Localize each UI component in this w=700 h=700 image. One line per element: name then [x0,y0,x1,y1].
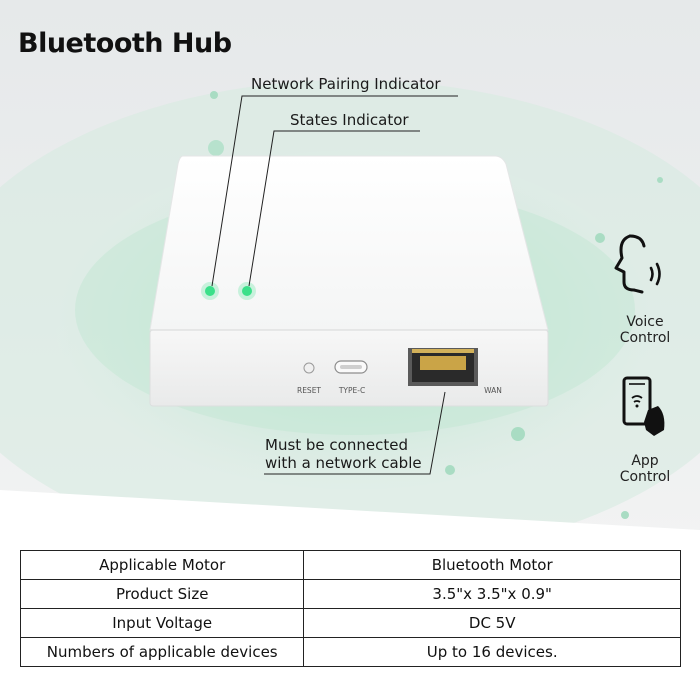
spec-value: 3.5"x 3.5"x 0.9" [303,579,681,609]
voice-control-label-line1: Voice [626,314,664,330]
spec-value: Up to 16 devices. [303,637,681,667]
app-control-label-line1: App [631,453,659,469]
spec-label: Input Voltage [19,608,305,638]
network-cable-callout-line1: Must be connected [265,436,408,454]
spec-label: Applicable Motor [19,550,305,580]
voice-control-icon [614,234,661,294]
app-control-label-line2: Control [619,469,671,485]
halo-dot [621,511,629,519]
reset-button [303,362,315,374]
wan-port-contacts [420,356,466,370]
spec-table: Applicable Motor Bluetooth Motor Product… [19,550,681,667]
network-pairing-callout: Network Pairing Indicator [251,75,441,93]
device-top [149,155,549,331]
network-pairing-leader [211,95,458,287]
product-scene: RESET TYPE-C WAN Blue [0,0,700,540]
network-pairing-led-glow [201,282,219,300]
states-led [242,286,252,296]
typec-port-inner [340,365,362,369]
network-pairing-led [205,286,215,296]
app-control-label: App Control [600,453,690,485]
states-callout: States Indicator [290,111,409,129]
states-led-glow [238,282,256,300]
spec-value: Bluetooth Motor [303,550,681,580]
reset-label: RESET [297,386,321,395]
table-row: Applicable Motor Bluetooth Motor [19,550,681,580]
halo-dot [657,177,663,183]
halo-dot [445,465,455,475]
spec-label: Product Size [19,579,305,609]
product-illustration: RESET TYPE-C WAN [0,80,700,540]
app-control-icon [622,376,665,436]
table-row: Input Voltage DC 5V [19,608,681,638]
wan-label: WAN [484,386,502,395]
voice-control-label-line2: Control [619,330,671,346]
spec-label: Numbers of applicable devices [19,637,305,667]
table-row: Numbers of applicable devices Up to 16 d… [19,637,681,667]
halo-dot [210,91,218,99]
halo-dot [511,427,525,441]
table-row: Product Size 3.5"x 3.5"x 0.9" [19,579,681,609]
network-cable-leader [264,391,446,475]
halo-dot [595,233,605,243]
spec-value: DC 5V [303,608,681,638]
voice-control-label: Voice Control [600,314,690,346]
page-title: Bluetooth Hub [18,28,232,59]
halo-dot [208,140,224,156]
typec-label: TYPE-C [338,386,365,395]
states-leader [248,130,420,287]
network-cable-callout-line2: with a network cable [265,454,422,472]
wan-port-shield [412,349,474,353]
